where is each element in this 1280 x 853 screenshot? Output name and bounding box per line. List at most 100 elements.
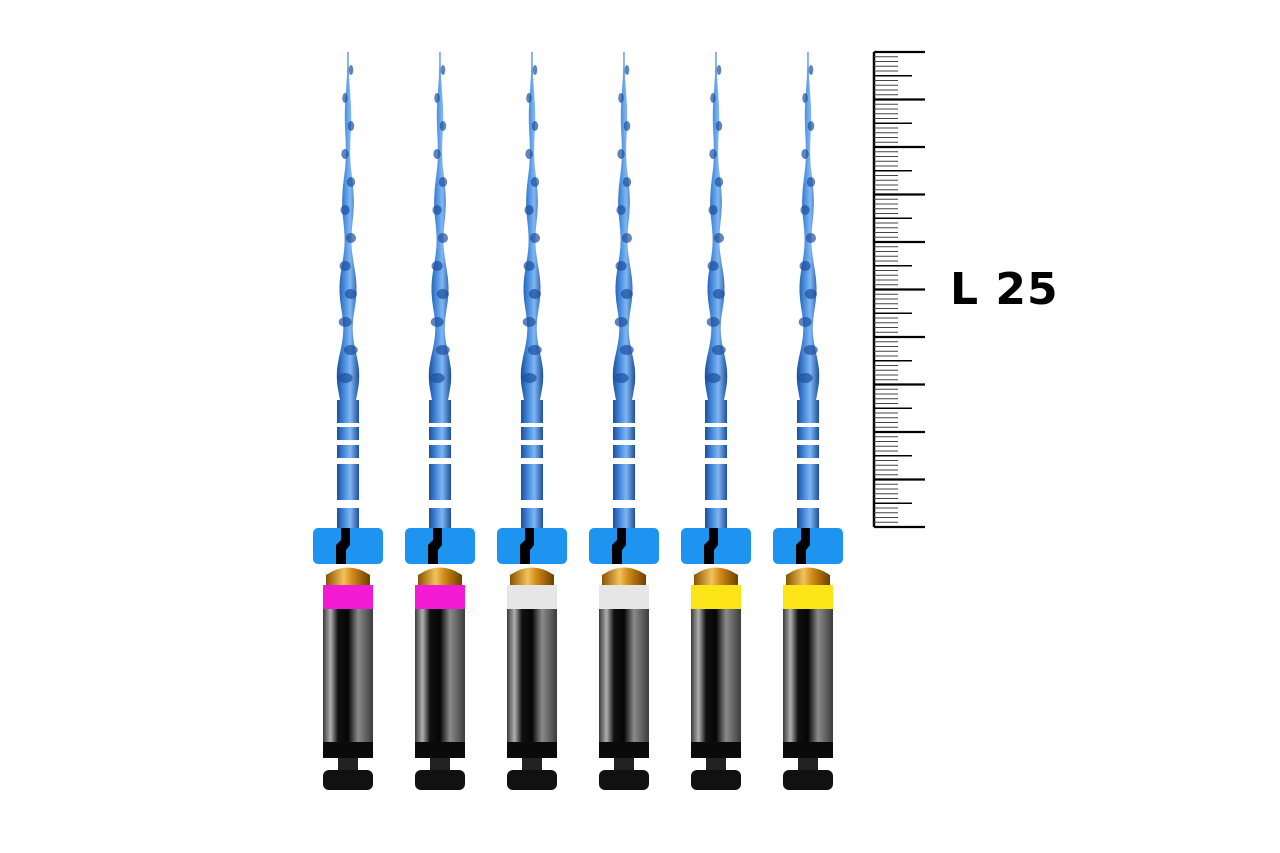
shaft-segment bbox=[429, 400, 451, 423]
blade-flute bbox=[624, 65, 630, 75]
blade-flute bbox=[341, 149, 349, 159]
shaft-segment bbox=[705, 445, 727, 458]
stop-slit bbox=[612, 528, 626, 564]
endodontic-file bbox=[589, 52, 659, 790]
shaft-segment bbox=[429, 427, 451, 440]
blade-flute bbox=[716, 65, 722, 75]
handle-notch bbox=[323, 742, 373, 758]
shaft-segment bbox=[613, 508, 635, 530]
blade-flute bbox=[798, 317, 812, 327]
blade-flute bbox=[797, 373, 813, 383]
blade-flute bbox=[620, 289, 633, 299]
blade-flute bbox=[619, 345, 634, 355]
size-color-band bbox=[691, 585, 741, 609]
latch-neck bbox=[798, 758, 818, 772]
blade-flute bbox=[614, 317, 628, 327]
shaft-segment bbox=[521, 427, 543, 440]
stop-slit bbox=[336, 528, 350, 564]
blade-flute bbox=[522, 317, 536, 327]
stop-slit bbox=[520, 528, 534, 564]
shaft-segment bbox=[797, 400, 819, 423]
endodontic-file bbox=[497, 52, 567, 790]
handle-notch bbox=[415, 742, 465, 758]
latch-neck bbox=[706, 758, 726, 772]
shaft-segment bbox=[337, 400, 359, 423]
latch-neck bbox=[522, 758, 542, 772]
blade-flute bbox=[708, 205, 718, 215]
blade-flute bbox=[805, 233, 816, 243]
blade-flute bbox=[711, 345, 726, 355]
handle bbox=[599, 609, 649, 742]
shaft-segment bbox=[337, 427, 359, 440]
handle bbox=[507, 609, 557, 742]
size-color-band bbox=[415, 585, 465, 609]
blade-flute bbox=[617, 149, 625, 159]
blade-flute bbox=[342, 93, 348, 103]
handle bbox=[415, 609, 465, 742]
latch-end bbox=[599, 770, 649, 790]
blade-flute bbox=[526, 93, 532, 103]
handle-notch bbox=[691, 742, 741, 758]
blade-flute bbox=[802, 93, 808, 103]
blade-flute bbox=[343, 345, 358, 355]
blade-flute bbox=[432, 205, 442, 215]
blade-flute bbox=[715, 121, 723, 131]
blade-flute bbox=[709, 149, 717, 159]
gold-neck bbox=[418, 567, 462, 585]
blade-flute bbox=[532, 65, 538, 75]
shaft-segment bbox=[797, 464, 819, 500]
latch-end bbox=[323, 770, 373, 790]
latch-end bbox=[691, 770, 741, 790]
blade-flute bbox=[338, 317, 352, 327]
blade-flute bbox=[339, 261, 351, 271]
handle bbox=[323, 609, 373, 742]
endodontic-file bbox=[405, 52, 475, 790]
blade-flute bbox=[439, 121, 447, 131]
blade-flute bbox=[524, 205, 534, 215]
blade-flute bbox=[436, 289, 449, 299]
shaft-segment bbox=[705, 464, 727, 500]
size-color-band bbox=[599, 585, 649, 609]
blade-flute bbox=[529, 233, 540, 243]
blade-flute bbox=[621, 233, 632, 243]
latch-end bbox=[415, 770, 465, 790]
shaft-segment bbox=[705, 508, 727, 530]
shaft-segment bbox=[429, 508, 451, 530]
shaft-segment bbox=[613, 445, 635, 458]
blade-flute bbox=[430, 317, 444, 327]
shaft-segment bbox=[705, 427, 727, 440]
endodontic-file bbox=[681, 52, 751, 790]
stop-slit bbox=[428, 528, 442, 564]
shaft-segment bbox=[429, 445, 451, 458]
shaft-segment bbox=[521, 508, 543, 530]
blade-flute bbox=[801, 149, 809, 159]
latch-neck bbox=[430, 758, 450, 772]
latch-neck bbox=[614, 758, 634, 772]
size-color-band bbox=[323, 585, 373, 609]
blade-flute bbox=[707, 261, 719, 271]
blade-flute bbox=[346, 177, 356, 187]
blade-flute bbox=[435, 345, 450, 355]
length-label: L 25 bbox=[950, 264, 1059, 315]
shaft-segment bbox=[613, 400, 635, 423]
shaft-segment bbox=[429, 464, 451, 500]
endodontic-file bbox=[313, 52, 383, 790]
blade-flute bbox=[800, 205, 810, 215]
shaft-segment bbox=[613, 464, 635, 500]
shaft-segment bbox=[337, 464, 359, 500]
blade-flute bbox=[527, 345, 542, 355]
latch-end bbox=[783, 770, 833, 790]
blade-flute bbox=[429, 373, 445, 383]
shaft-segment bbox=[337, 508, 359, 530]
blade-flute bbox=[623, 121, 631, 131]
blade-flute bbox=[806, 177, 816, 187]
latch-neck bbox=[338, 758, 358, 772]
blade-flute bbox=[615, 261, 627, 271]
blade-flute bbox=[345, 233, 356, 243]
blade-flute bbox=[434, 93, 440, 103]
shaft-segment bbox=[337, 445, 359, 458]
size-color-band bbox=[507, 585, 557, 609]
shaft-segment bbox=[521, 445, 543, 458]
blade-flute bbox=[531, 121, 539, 131]
